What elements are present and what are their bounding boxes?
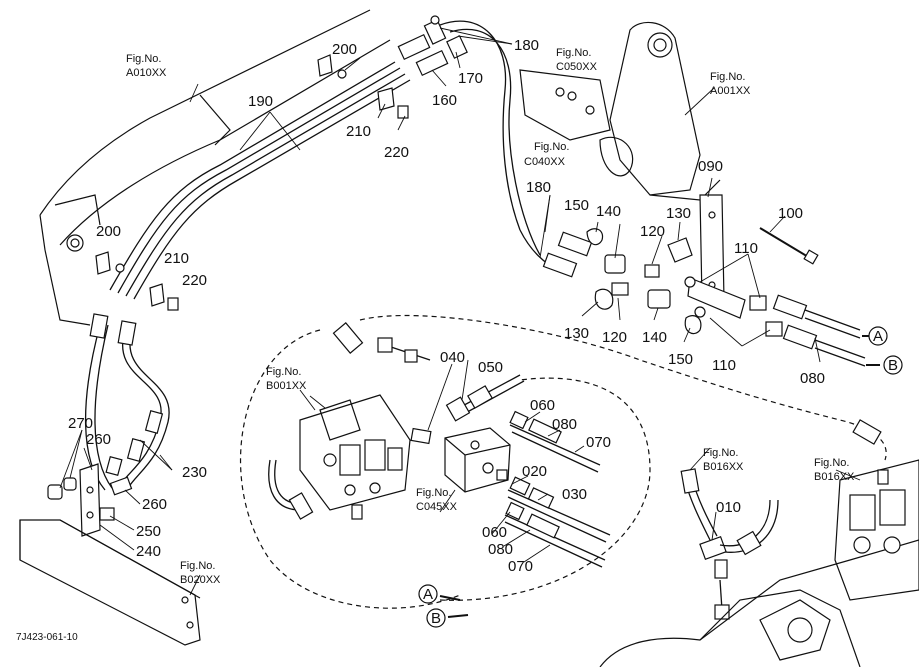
tee-fitting-010 [680,468,779,620]
hose-loop-center [240,314,887,609]
part-120-lower: 120 [602,329,627,346]
plate-090 [687,194,746,319]
part-210-upper: 210 [346,123,371,140]
fig-b016a-code: B016XX [703,461,744,473]
part-030: 030 [562,486,587,503]
fig-a010-code: A010XX [126,67,167,79]
part-170: 170 [458,70,483,87]
center-hoses [268,322,525,520]
part-080-lower: 080 [488,541,513,558]
part-080-right: 080 [800,370,825,387]
bolt-100 [759,227,819,265]
upper-clamps [95,54,409,311]
drawing-reference-code: 7J423-061-10 [16,632,78,643]
block-hoses [504,410,611,568]
fig-b016a-title: Fig.No. [703,447,738,459]
connector-a-right [868,326,888,346]
part-240: 240 [136,543,161,560]
fig-c045-code: C045XX [416,501,458,513]
fig-c050-code: C050XX [556,61,598,73]
fig-c050-title: Fig.No. [556,47,591,59]
part-140-lower: 140 [642,329,667,346]
part-020: 020 [522,463,547,480]
fig-b020-title: Fig.No. [180,560,215,572]
part-110-upper: 110 [734,240,758,257]
part-100: 100 [778,205,803,222]
part-180-lower: 180 [526,179,551,196]
part-130-lower: 130 [564,325,589,342]
loader-boom [39,9,391,326]
fig-c040-title: Fig.No. [534,141,569,153]
part-220-upper: 220 [384,144,409,161]
connector-a-right-label: A [873,328,883,345]
part-060-lower: 060 [482,524,507,541]
connector-b-bottom-label: B [431,610,441,627]
part-130-upper: 130 [666,205,691,222]
part-090: 090 [698,158,723,175]
fig-b016b-title: Fig.No. [814,457,849,469]
leader-lines [59,27,861,596]
part-070-upper: 070 [586,434,611,451]
fig-a001-title: Fig.No. [710,71,745,83]
connector-b-right-label: B [888,357,898,374]
part-010: 010 [716,499,741,516]
fig-c040-code: C040XX [524,156,566,168]
steel-tube-lines [109,61,411,300]
part-160: 160 [432,92,457,109]
couplers-right [542,231,818,350]
part-080-upper: 080 [552,416,577,433]
part-180-upper: 180 [514,37,539,54]
control-valve [299,394,411,520]
fig-b016b-code: B016XX [814,471,855,483]
part-220-lower: 220 [182,272,207,289]
part-200-upper: 200 [332,41,357,58]
part-040: 040 [440,349,465,366]
connector-a-bottom [418,584,438,604]
fig-b001-title: Fig.No. [266,366,301,378]
connector-b-bottom [426,608,446,628]
part-number-callouts: 200 190 210 220 180 170 160 090 100 180 … [68,37,825,575]
lower-left-bracket [19,463,201,646]
dust-caps [586,228,702,335]
fig-b001-code: B001XX [266,380,307,392]
fig-a010-title: Fig.No. [126,53,161,65]
part-060-upper: 060 [530,397,555,414]
part-210-lower: 210 [164,250,189,267]
hoses-to-ab [804,309,866,367]
part-200-lower: 200 [96,223,121,240]
part-190: 190 [248,93,273,110]
part-260-upper: 260 [86,431,111,448]
transmission-housing [599,419,919,668]
figure-references: Fig.No. A010XX Fig.No. C050XX Fig.No. A0… [126,47,855,586]
connector-a-bottom-label: A [423,586,433,603]
part-070-lower: 070 [508,558,533,575]
part-050: 050 [478,359,503,376]
part-140-upper: 140 [596,203,621,220]
connector-b-right [883,355,903,375]
fig-a001-code: A001XX [710,85,751,97]
connectors: A B A B [418,326,903,628]
part-270: 270 [68,415,93,432]
part-230: 230 [182,464,207,481]
fig-b020-code: B020XX [180,574,221,586]
part-150-upper: 150 [564,197,589,214]
loader-bracket [519,21,721,201]
part-110-lower: 110 [712,357,736,374]
part-250: 250 [136,523,161,540]
part-120-upper: 120 [640,223,665,240]
part-150-lower: 150 [668,351,693,368]
manifold-block [444,427,511,493]
fig-c045-title: Fig.No. [416,487,451,499]
upper-hoses [397,15,561,271]
left-hoses [84,313,170,496]
part-260-lower: 260 [142,496,167,513]
